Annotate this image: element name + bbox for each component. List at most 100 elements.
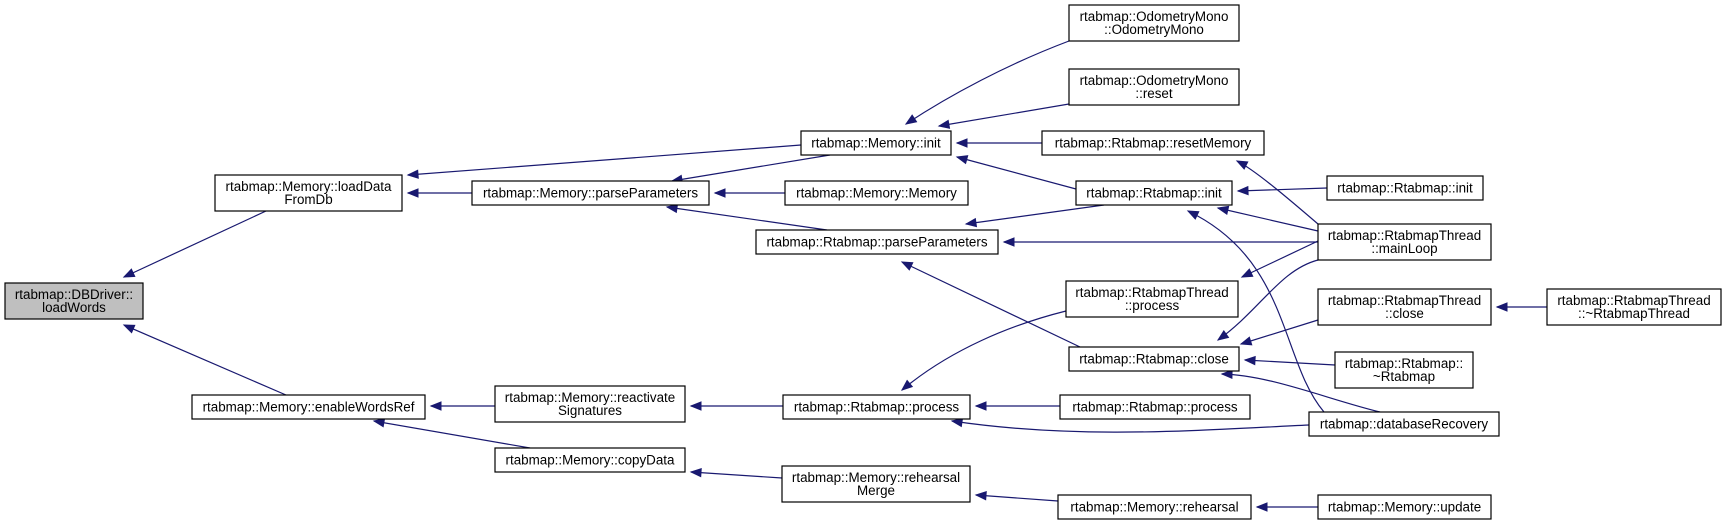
node-rtabmap-dtor[interactable]: rtabmap::Rtabmap::~Rtabmap: [1334, 351, 1474, 389]
edge-line: [1217, 259, 1319, 341]
node-label: ::process: [1125, 298, 1180, 313]
node-label: rtabmap::Rtabmap::: [1345, 356, 1463, 371]
node-label: rtabmap::Memory::parseParameters: [483, 186, 698, 201]
arrowhead-icon: [955, 138, 968, 148]
node-label: rtabmap::Rtabmap::resetMemory: [1055, 136, 1252, 151]
arrowhead-icon: [122, 268, 136, 278]
arrowhead-icon: [1216, 330, 1230, 341]
call-edge-rtabmapthread_mainloop-to-rtabmap_init: [1216, 205, 1319, 232]
node-box[interactable]: [1317, 288, 1492, 326]
node-box[interactable]: [4, 282, 144, 320]
call-edge-databaserecovery-to-rtabmap_close: [1220, 369, 1381, 413]
call-edge-odometrymono_reset-to-memory_init: [937, 103, 1070, 129]
arrowhead-icon: [665, 203, 679, 214]
node-box[interactable]: [782, 394, 971, 420]
node-memory-rehearsal[interactable]: rtabmap::Memory::rehearsal: [1057, 494, 1252, 520]
arrowhead-icon: [974, 401, 987, 411]
node-box[interactable]: [1075, 180, 1233, 206]
node-label: rtabmap::Memory::update: [1328, 500, 1481, 515]
node-box[interactable]: [1041, 130, 1265, 156]
edge-line: [1244, 359, 1336, 366]
node-box[interactable]: [1308, 411, 1500, 437]
edge-line: [690, 471, 783, 479]
edge-line: [1240, 319, 1319, 345]
call-edge-memory_init-to-memory_loaddatafromdb: [406, 144, 802, 179]
call-edge-rtabmapthread_mainloop-to-rtabmap_close: [1216, 259, 1319, 341]
node-rtabmapthread-close[interactable]: rtabmap::RtabmapThread::close: [1317, 288, 1492, 326]
node-box[interactable]: [800, 130, 952, 156]
arrowhead-icon: [955, 155, 969, 165]
arrowhead-icon: [1255, 502, 1268, 512]
arrowhead-icon: [1243, 355, 1256, 366]
node-rtabmap-init2[interactable]: rtabmap::Rtabmap::init: [1326, 175, 1484, 201]
call-edge-rtabmap_init2-to-rtabmap_init: [1236, 185, 1328, 196]
node-rtabmap-process2[interactable]: rtabmap::Rtabmap::process: [1059, 394, 1251, 420]
node-box[interactable]: [1334, 351, 1474, 389]
node-box[interactable]: [494, 447, 686, 473]
node-label: rtabmap::Rtabmap::init: [1086, 186, 1222, 201]
node-label: rtabmap::Memory::enableWordsRef: [203, 400, 415, 415]
node-label: rtabmap::Rtabmap::init: [1337, 181, 1473, 196]
node-box[interactable]: [214, 174, 403, 212]
call-edge-memory_loaddatafromdb-to-dbdriver_loadwords: [122, 210, 267, 278]
call-edge-rtabmapthread_close-to-rtabmap_close: [1239, 319, 1319, 346]
node-box[interactable]: [1057, 494, 1252, 520]
node-box[interactable]: [1326, 175, 1484, 201]
node-memory-init[interactable]: rtabmap::Memory::init: [800, 130, 952, 156]
node-label: loadWords: [42, 300, 106, 315]
edge-line: [901, 310, 1067, 391]
arrowhead-icon: [689, 467, 702, 478]
node-rtabmap-process[interactable]: rtabmap::Rtabmap::process: [782, 394, 971, 420]
node-box[interactable]: [784, 180, 969, 206]
node-label: rtabmap::Memory::init: [811, 136, 941, 151]
node-label: rtabmap::Memory::copyData: [506, 453, 675, 468]
node-box[interactable]: [1068, 346, 1240, 372]
node-box[interactable]: [781, 465, 971, 503]
node-rtabmap-close[interactable]: rtabmap::Rtabmap::close: [1068, 346, 1240, 372]
node-box[interactable]: [1068, 4, 1240, 42]
node-box[interactable]: [1068, 68, 1240, 106]
edge-line: [905, 40, 1070, 125]
arrowhead-icon: [713, 188, 726, 198]
node-box[interactable]: [494, 385, 686, 423]
edge-line: [938, 103, 1070, 127]
node-rtabmapthread-process[interactable]: rtabmap::RtabmapThread::process: [1065, 280, 1239, 318]
node-label: ::~RtabmapThread: [1578, 306, 1690, 321]
node-odometrymono-reset[interactable]: rtabmap::OdometryMono::reset: [1068, 68, 1240, 106]
function-nodes: rtabmap::DBDriver::loadWordsrtabmap::Mem…: [4, 4, 1722, 520]
node-box[interactable]: [1317, 223, 1492, 261]
node-dbdriver-loadwords[interactable]: rtabmap::DBDriver::loadWords: [4, 282, 144, 320]
node-memory-parseparameters[interactable]: rtabmap::Memory::parseParameters: [471, 180, 710, 206]
node-memory-copydata[interactable]: rtabmap::Memory::copyData: [494, 447, 686, 473]
call-edge-memory_rehearsalmerge-to-memory_copydata: [689, 467, 783, 479]
node-memory-update[interactable]: rtabmap::Memory::update: [1317, 494, 1492, 520]
node-box[interactable]: [755, 229, 999, 255]
node-databaserecovery[interactable]: rtabmap::databaseRecovery: [1308, 411, 1500, 437]
node-box[interactable]: [1317, 494, 1492, 520]
node-rtabmapthread-mainloop[interactable]: rtabmap::RtabmapThread::mainLoop: [1317, 223, 1492, 261]
call-edge-rtabmapthread_mainloop-to-rtabmap_parseparameters: [1002, 237, 1318, 247]
node-label: rtabmap::Rtabmap::parseParameters: [766, 235, 987, 250]
node-box[interactable]: [1546, 288, 1722, 326]
node-memory-memory[interactable]: rtabmap::Memory::Memory: [784, 180, 969, 206]
node-label: rtabmap::Memory::reactivate: [505, 390, 675, 405]
node-rtabmap-init[interactable]: rtabmap::Rtabmap::init: [1075, 180, 1233, 206]
node-rtabmap-parseparameters[interactable]: rtabmap::Rtabmap::parseParameters: [755, 229, 999, 255]
node-rtabmapthread-dtor[interactable]: rtabmap::RtabmapThread::~RtabmapThread: [1546, 288, 1722, 326]
edge-line: [1241, 240, 1319, 278]
arrowhead-icon: [406, 169, 419, 179]
call-edge-memory_memory-to-memory_parseparameters: [713, 188, 785, 198]
call-edges: [122, 40, 1547, 512]
node-memory-enablewordsref[interactable]: rtabmap::Memory::enableWordsRef: [191, 394, 426, 420]
node-box[interactable]: [191, 394, 426, 420]
call-edge-rtabmapthread_process-to-rtabmap_process: [900, 310, 1067, 391]
node-box[interactable]: [1059, 394, 1251, 420]
node-odometrymono-ctor[interactable]: rtabmap::OdometryMono::OdometryMono: [1068, 4, 1240, 42]
node-box[interactable]: [471, 180, 710, 206]
node-box[interactable]: [1065, 280, 1239, 318]
node-rtabmap-resetmemory[interactable]: rtabmap::Rtabmap::resetMemory: [1041, 130, 1265, 156]
